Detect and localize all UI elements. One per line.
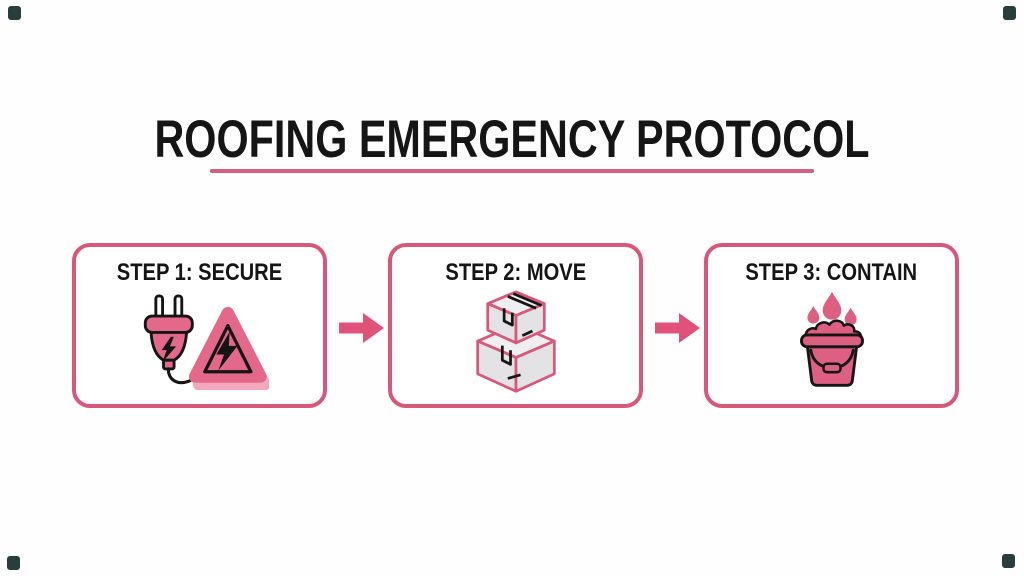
right-arrow-icon — [655, 313, 700, 343]
step-card-contain: STEP 3: CONTAIN — [704, 243, 959, 408]
title-underline — [210, 169, 814, 173]
corner-mark-top-left — [8, 6, 21, 20]
step-card-move: STEP 2: MOVE — [388, 243, 643, 408]
bucket-catching-drips-icon — [799, 292, 864, 388]
step-card-secure: STEP 1: SECURE — [72, 243, 327, 408]
page-title: ROOFING EMERGENCY PROTOCOL — [154, 110, 870, 169]
corner-mark-bottom-right — [1002, 554, 1015, 568]
corner-mark-top-right — [1003, 6, 1016, 20]
step-label: STEP 2: MOVE — [445, 259, 586, 286]
right-arrow-icon — [339, 313, 384, 343]
step-label: STEP 3: CONTAIN — [745, 259, 918, 286]
plug-and-electrical-hazard-icon — [143, 294, 269, 391]
step-label: STEP 1: SECURE — [116, 259, 283, 286]
stacked-boxes-icon — [475, 290, 556, 394]
corner-mark-bottom-left — [7, 556, 20, 570]
